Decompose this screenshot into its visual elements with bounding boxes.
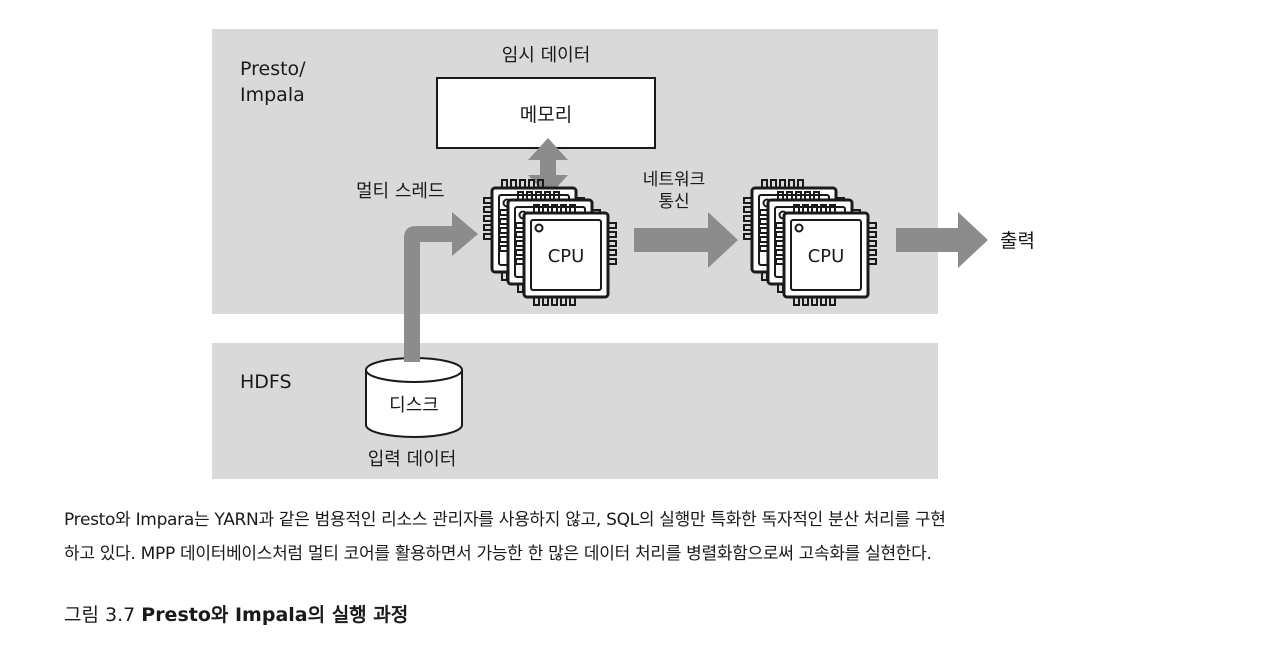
figure-number: 그림 3.7 xyxy=(64,604,136,626)
body-text-line-1: Presto와 Impara는 YARN과 같은 범용적인 리소스 관리자를 사… xyxy=(64,510,946,530)
diagram: Presto/ Impala HDFS 임시 데이터 메모리 멀티 스레드 디스… xyxy=(212,29,1035,479)
network-arrow xyxy=(634,212,738,268)
disk-icon xyxy=(365,357,463,438)
output-label: 출력 xyxy=(1000,230,1035,252)
output-arrow xyxy=(896,212,988,268)
disk-label: 디스크 xyxy=(389,395,439,416)
hdfs-panel xyxy=(212,343,938,479)
figure-caption: 그림 3.7 Presto와 Impala의 실행 과정 xyxy=(64,600,408,627)
memory-box xyxy=(436,77,656,149)
input-data-label: 입력 데이터 xyxy=(368,449,457,470)
impala-label: Impala xyxy=(240,84,305,106)
network-label-line2: 통신 xyxy=(658,192,689,212)
input-arrow xyxy=(404,212,478,362)
presto-label: Presto/ xyxy=(240,58,306,80)
hdfs-label: HDFS xyxy=(240,371,292,393)
multithread-label: 멀티 스레드 xyxy=(356,181,445,202)
cpu-label-1: CPU xyxy=(548,246,585,267)
cpu-label-2: CPU xyxy=(808,246,845,267)
body-text-line-2: 하고 있다. MPP 데이터베이스처럼 멀티 코어를 활용하면서 가능한 한 많… xyxy=(64,544,932,564)
figure-title: Presto와 Impala의 실행 과정 xyxy=(141,604,409,626)
memory-label: 메모리 xyxy=(520,104,572,126)
network-label-line1: 네트워크 xyxy=(643,170,706,190)
temp-data-label: 임시 데이터 xyxy=(502,45,591,66)
